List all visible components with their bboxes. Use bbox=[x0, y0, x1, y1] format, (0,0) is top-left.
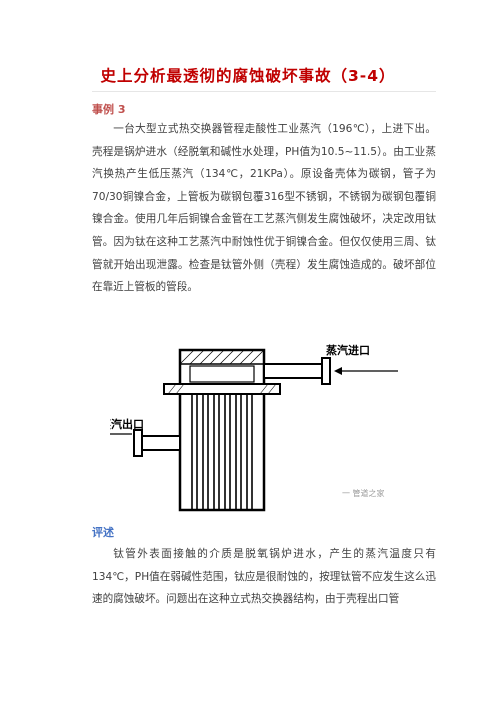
review-heading: 评述 bbox=[92, 526, 114, 539]
titanium-tubes bbox=[191, 393, 253, 511]
inlet-label: 蒸汽进口 bbox=[326, 343, 370, 357]
document-title: 史上分析最透彻的腐蚀破坏事故（3-4） bbox=[100, 67, 396, 85]
case-paragraph: 一台大型立式热交换器管程走酸性工业蒸汽（196℃），上进下出。壳程是锅炉进水（经… bbox=[92, 123, 436, 294]
case-heading: 事例 3 bbox=[92, 103, 126, 116]
outlet-nozzle bbox=[139, 435, 181, 451]
inlet-flange bbox=[321, 357, 331, 385]
upper-tube-sheet bbox=[163, 383, 281, 395]
watermark: 一 管道之家 bbox=[342, 488, 385, 498]
outlet-flange bbox=[133, 429, 143, 457]
top-head-hatching bbox=[179, 349, 265, 365]
exchanger-shell bbox=[178, 348, 266, 512]
outlet-label: 蒸汽出口 bbox=[110, 417, 144, 431]
heat-exchanger-diagram: 蒸汽进口 蒸汽出口 一 管道之家 bbox=[110, 343, 398, 512]
review-paragraph: 钛管外表面接触的介质是脱氧锅炉进水，产生的蒸汽温度只有134℃，PH值在弱碱性范… bbox=[92, 548, 436, 606]
inlet-nozzle bbox=[263, 363, 325, 379]
vapor-space bbox=[189, 365, 255, 383]
title-divider bbox=[92, 91, 436, 92]
